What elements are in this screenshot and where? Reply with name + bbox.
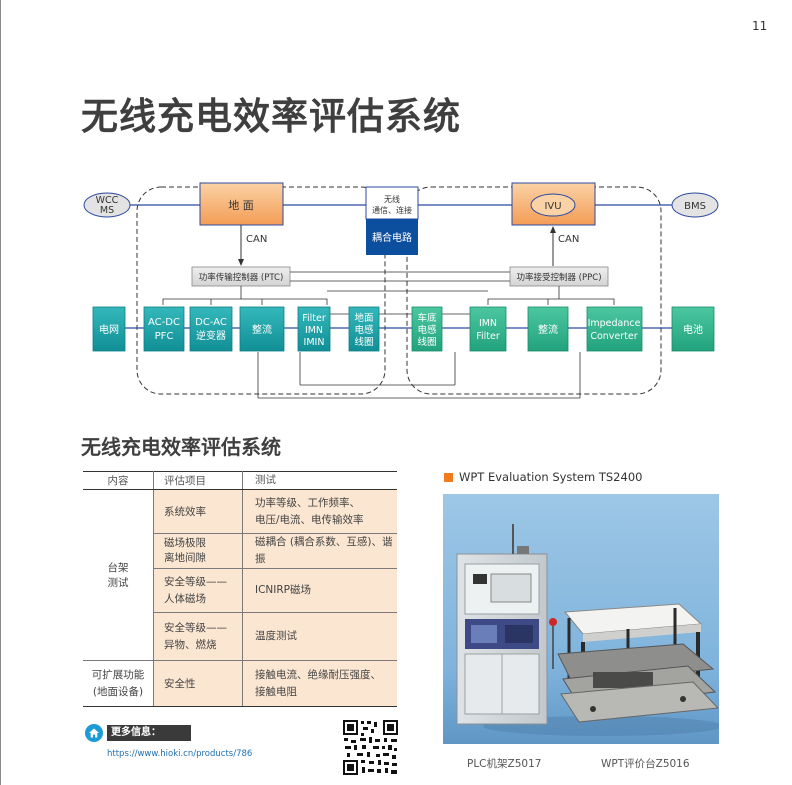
row-test: ICNIRP磁场 [242,568,397,613]
comm-label-1: 无线 [384,194,400,204]
row-item: 安全等级——人体磁场 [153,568,243,613]
bms-label: BMS [684,201,706,212]
row-item: 安全等级——异物、燃烧 [153,612,243,661]
page-left-rule [0,0,1,785]
block-battery [671,306,715,352]
photo-label-plc-rack: PLC机架Z5017 [467,758,542,770]
wpt-evaluation-system-photo [443,494,719,744]
svg-text:Filter: Filter [302,313,326,324]
ms-label: MS [100,205,114,216]
block-imn-filter [469,306,507,352]
svg-text:Impedance: Impedance [588,318,641,329]
ivu-label: IVU [544,201,561,212]
ivu-node [530,193,576,217]
home-icon[interactable] [85,724,103,742]
can-right-label: CAN [558,234,579,245]
svg-text:电感: 电感 [354,324,374,336]
row-test: 温度测试 [242,612,397,661]
svg-text:AC-DC: AC-DC [148,317,180,328]
block-rectifier-vehicle [527,306,569,352]
header-test: 测试 [242,471,397,490]
vehicle-side-boundary [406,186,662,395]
page-title: 无线充电效率评估系统 [81,95,461,138]
block-grid [92,306,126,352]
ppc-label: 功率接受控制器 (PPC) [516,272,601,283]
comm-label-2: 通信、连接 [372,205,412,215]
row-test: 接触电流、绝缘耐压强度、接触电阻 [242,660,397,707]
block-acdc-pfc [143,306,185,352]
row-item: 系统效率 [153,489,243,534]
coupling-circuit-box [366,219,418,255]
svg-text:线圈: 线圈 [354,336,373,348]
block-vehicle-coil [411,306,443,352]
page-number: 11 [752,19,768,33]
svg-text:IMN: IMN [305,325,323,336]
section-subtitle: 无线充电效率评估系统 [81,435,281,459]
ground-unit [199,182,284,226]
coupling-label: 耦合电路 [372,231,412,244]
svg-text:电感: 电感 [417,324,437,336]
row-item: 磁场极限离地间隙 [153,533,243,569]
table-row: 台架 测试 系统效率 功率等级、工作频率、电压/电流、电传输效率 [83,489,397,661]
block-impedance-converter [586,306,643,352]
photo-caption: WPT Evaluation System TS2400 [444,470,642,484]
svg-text:电池: 电池 [683,323,703,336]
svg-text:IMIN: IMIN [304,337,325,348]
svg-text:Filter: Filter [476,331,500,342]
group-bench-test: 台架 测试 [83,489,154,661]
more-info-link[interactable]: https://www.hioki.cn/products/786 [107,749,253,759]
svg-text:地面: 地面 [354,312,373,324]
block-rectifier-ground [239,306,285,352]
table-header-row: 内容 评估项目 测试 [83,471,397,490]
block-ground-coil [348,306,380,352]
row-test: 磁耦合 (耦合系数、互感)、谐振 [242,533,397,569]
svg-text:逆变器: 逆变器 [196,329,226,342]
svg-text:车底: 车底 [417,312,437,324]
wireless-comm-box [365,186,419,220]
svg-text:整流: 整流 [538,323,558,336]
table-row: 安全等级——人体磁场 ICNIRP磁场 [83,568,397,613]
table-row: 安全等级——异物、燃烧 温度测试 [83,612,397,661]
svg-text:电网: 电网 [99,323,119,336]
wcc-label: WCC [96,195,119,206]
photo-label-wpt-bench: WPT评价台Z5016 [601,758,690,770]
group-extended: 可扩展功能(地面设备) [83,660,154,707]
table-row: 可扩展功能(地面设备) 安全性 接触电流、绝缘耐压强度、接触电阻 [83,660,397,707]
system-block-diagram: WCC MS BMS 地 面 IVU 无线 通信、连接 耦合电路 CAN CAN… [83,182,719,399]
svg-text:Converter: Converter [590,331,637,342]
qr-code-icon[interactable] [342,719,399,776]
header-item: 评估项目 [153,471,243,490]
bms-node [671,192,719,218]
table-row: 磁场极限离地间隙 磁耦合 (耦合系数、互感)、谐振 [83,533,397,569]
svg-text:PFC: PFC [155,331,174,342]
svg-text:线圈: 线圈 [417,336,436,348]
ground-unit-label: 地 面 [228,199,254,212]
block-filter-imn [297,306,331,352]
evaluation-table: 内容 评估项目 测试 台架 测试 系统效率 功率等级、工作频率、电压/电流、电传… [83,471,397,707]
ptc-label: 功率传输控制器 (PTC) [199,272,284,283]
block-dcac-inverter [189,306,233,352]
more-info-label: 更多信息： [107,725,191,741]
row-item: 安全性 [153,660,243,707]
header-content: 内容 [83,471,154,490]
svg-text:整流: 整流 [252,323,272,336]
can-left-label: CAN [246,234,267,245]
wcc-ms-node [83,192,131,218]
row-test: 功率等级、工作频率、电压/电流、电传输效率 [242,489,397,534]
svg-text:DC-AC: DC-AC [195,317,227,328]
orange-square-icon [444,473,453,482]
svg-text:IMN: IMN [479,318,497,329]
